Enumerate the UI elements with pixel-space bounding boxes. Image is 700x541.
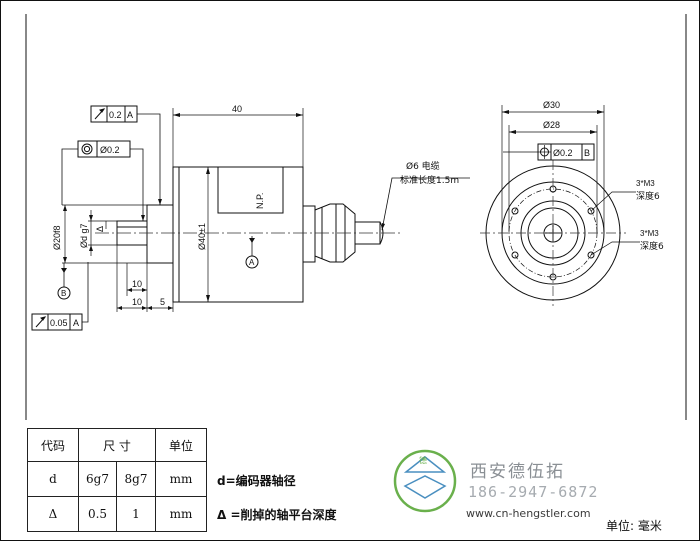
brand-url[interactable]: www.cn-hengstler.com [466, 507, 591, 520]
spec-table: 代码 尺 寸 单位 d 6g7 8g7 mm Δ 0.5 1 mm [27, 428, 207, 532]
face-runout-value: 0.05 [50, 318, 68, 328]
cell-unit: mm [155, 496, 207, 532]
logo-ring [393, 449, 457, 513]
face-runout-arrow-head [40, 316, 47, 321]
cell-v1: 0.5 [78, 496, 117, 532]
coaxiality-leader-right [130, 148, 144, 221]
label-window [217, 167, 284, 214]
holes-2-label: 3*M3 [640, 229, 659, 238]
front-view [480, 105, 640, 306]
cell-code: Δ [27, 496, 79, 532]
holes-1-label: 3*M3 [636, 179, 655, 188]
runout-value: 0.2 [109, 110, 122, 120]
logo-roof-icon [403, 456, 447, 473]
hole-left-upper [511, 207, 519, 215]
depth-1-label: 深度6 [636, 190, 660, 202]
header-code: 代码 [27, 428, 79, 462]
position-datum: B [584, 148, 590, 158]
datum-b-triangle [61, 268, 67, 273]
table-row: Δ 0.5 1 mm [27, 496, 207, 532]
cable-label: Ø6 电缆 [406, 160, 440, 172]
cell-unit: mm [155, 461, 207, 497]
cable-leader-arrow [382, 223, 385, 230]
holes-leader-1 [590, 191, 636, 212]
runout-arrow-head [99, 108, 106, 113]
brand-phone: 186-2947-6872 [468, 483, 599, 501]
dim-5-label: 5 [160, 297, 165, 307]
dim-10b-label: 10 [132, 297, 142, 307]
body-diameter-label: Ø40±1 [197, 223, 207, 250]
flange-diameter-label: Ø20f8 [52, 225, 62, 250]
coaxiality-leader-left [61, 148, 78, 205]
holes-leader-2 [590, 241, 640, 256]
coaxiality-leader-arrow [141, 215, 145, 221]
runout-leader [137, 113, 161, 205]
face-runout-datum: A [73, 318, 79, 328]
flat-depth-symbol: Δ [95, 226, 105, 232]
cell-v2: 1 [116, 496, 156, 532]
datum-b-letter: B [61, 289, 66, 298]
cell-v1: 6g7 [78, 461, 117, 497]
brand-logo: 德 [393, 449, 457, 513]
gland-nut [302, 205, 316, 263]
logo-text: 德 [419, 455, 427, 465]
hole-left-lower [511, 251, 519, 259]
coaxiality-outer-circle [81, 143, 93, 155]
dim-arrows-flange [63, 205, 67, 263]
datum-a-letter: A [249, 258, 255, 267]
overall-length-label: 40 [232, 104, 242, 114]
cable-length-label: 标准长度1.5m [400, 174, 459, 186]
unit-label: 单位: 毫米 [606, 519, 662, 533]
header-size: 尺 寸 [78, 428, 156, 462]
side-view [31, 105, 470, 331]
header-unit: 单位 [155, 428, 207, 462]
hole-right-lower [587, 251, 595, 259]
legend-line-1: d=编码器轴径 [217, 474, 296, 488]
runout-leader-arrow [158, 199, 162, 205]
cable-gland [314, 203, 356, 263]
position-value: Ø0.2 [553, 148, 573, 158]
cell-code: d [27, 461, 79, 497]
hole-right-upper [587, 207, 595, 215]
mounting-flange [146, 204, 174, 264]
table-row: d 6g7 8g7 mm [27, 461, 207, 497]
dia-28-label: Ø28 [543, 120, 560, 130]
shaft-diameter-label: Ød g7 [79, 223, 89, 248]
cable-leader [381, 177, 470, 231]
table-header-row: 代码 尺 寸 单位 [27, 428, 207, 462]
dim-10a-label: 10 [132, 279, 142, 289]
depth-2-label: 深度6 [640, 240, 664, 252]
cell-v2: 8g7 [116, 461, 156, 497]
runout-datum: A [127, 110, 133, 120]
legend-line-2: Δ =削掉的轴平台深度 [217, 508, 337, 522]
datum-a-triangle [249, 238, 255, 243]
coaxiality-value: Ø0.2 [100, 145, 120, 155]
coaxiality-inner-circle [83, 145, 91, 153]
dia-30-label: Ø30 [543, 100, 560, 110]
logo-diamond-icon [403, 475, 447, 499]
np-label: N.P. [255, 193, 265, 209]
brand-name: 西安德伍拓 [470, 462, 565, 482]
face-runout-leader [82, 262, 89, 323]
